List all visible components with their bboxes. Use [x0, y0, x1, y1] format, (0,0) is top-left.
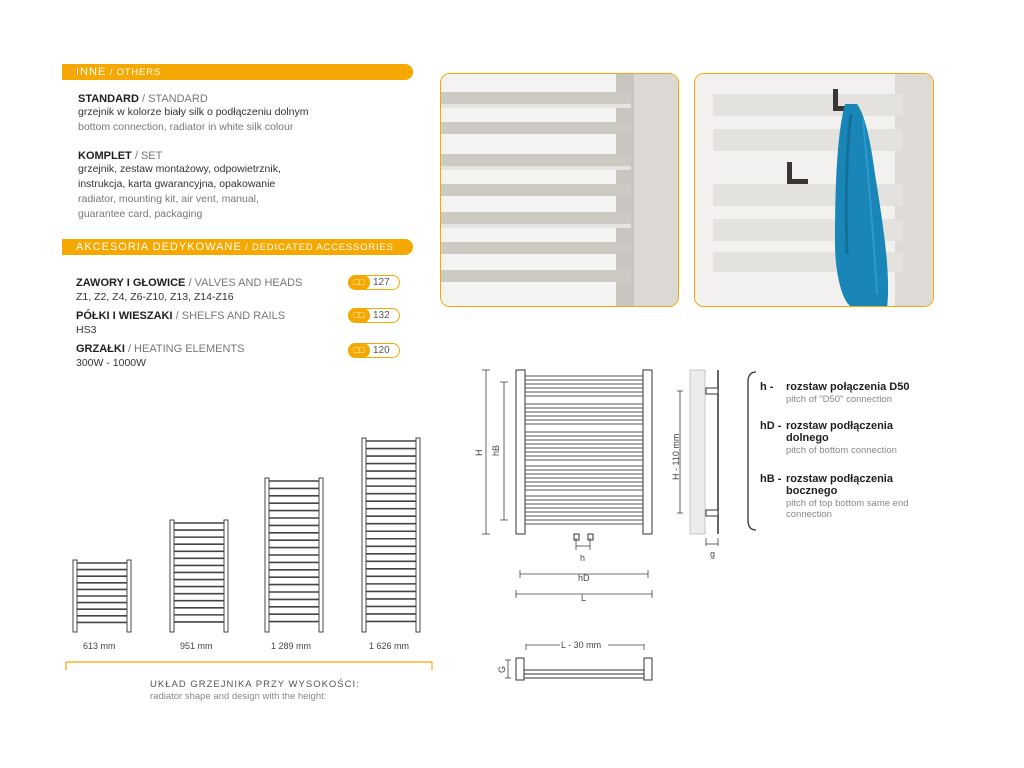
radiator-top-view — [515, 657, 653, 681]
dim-L-30 — [525, 644, 645, 650]
label-L: L — [581, 593, 586, 603]
label-hD: hD — [578, 573, 590, 583]
standard-block: STANDARD / STANDARD grzejnik w kolorze b… — [78, 93, 408, 135]
accessories-band-en: / DEDICATED ACCESSORIES — [241, 242, 394, 253]
technical-drawing: H hB h hD L L - 30 mm — [474, 369, 653, 681]
book-icon: □□ — [348, 275, 370, 290]
accessory-item: GRZAŁKI / HEATING ELEMENTS 300W - 1000W — [76, 343, 346, 371]
height-label: 1 626 mm — [369, 641, 410, 651]
dim-L — [515, 590, 653, 598]
standard-title: STANDARD / STANDARD — [78, 93, 208, 105]
accessory-item: ZAWORY I GŁOWICE / VALVES AND HEADS Z1, … — [76, 277, 346, 305]
height-label: 613 mm — [83, 641, 116, 651]
heights-caption-pl: UKŁAD GRZEJNIKA PRZY WYSOKOŚCI: — [150, 679, 360, 690]
label-H: H — [474, 450, 484, 457]
height-label: 1 289 mm — [271, 641, 312, 651]
set-desc-en-1: radiator, mounting kit, air vent, manual… — [78, 193, 259, 205]
legend-item: h - rozstaw połączenia D50 pitch of "D50… — [760, 381, 910, 405]
radiator-variants — [72, 437, 421, 633]
dim-h — [575, 538, 591, 550]
others-band: INNE / OTHERS — [62, 64, 413, 80]
set-desc-pl-1: grzejnik, zestaw montażowy, odpowietrzni… — [78, 163, 281, 175]
accessory-detail: HS3 — [76, 324, 97, 336]
radiator-closeup-image — [441, 74, 678, 306]
radiator-side-view: H - 110 mm g — [671, 369, 719, 559]
accessory-detail: Z1, Z2, Z4, Z6-Z10, Z13, Z14-Z16 — [76, 291, 234, 303]
others-band-pl: INNE — [76, 66, 107, 78]
legend-item: hD - rozstaw podłączenia dolnego pitch o… — [760, 420, 897, 456]
set-desc-pl-2: instrukcja, karta gwarancyjna, opakowani… — [78, 178, 276, 190]
standard-desc-pl: grzejnik w kolorze biały silk o podłącze… — [78, 106, 309, 118]
label-hB: hB — [491, 445, 501, 456]
page-ref-link[interactable]: □□ 127 — [348, 275, 400, 290]
dim-hD — [519, 570, 649, 578]
legend-bracket — [747, 371, 757, 531]
label-h: h — [580, 553, 585, 563]
accessories-band-pl: AKCESORIA DEDYKOWANE — [76, 241, 242, 253]
photo-towel-hooks — [694, 73, 934, 307]
radiator-front-view — [515, 369, 653, 541]
height-label: 951 mm — [180, 641, 213, 651]
heights-caption-en: radiator shape and design with the heigh… — [150, 691, 327, 702]
dim-G — [505, 659, 511, 679]
book-icon: □□ — [348, 308, 370, 323]
radiator-silhouette — [169, 519, 229, 633]
label-L30: L - 30 mm — [561, 640, 601, 650]
accessory-detail: 300W - 1000W — [76, 357, 147, 369]
standard-desc-en: bottom connection, radiator in white sil… — [78, 121, 294, 133]
set-title: KOMPLET / SET — [78, 150, 163, 162]
radiator-silhouette — [72, 559, 132, 633]
dim-hB — [500, 381, 508, 521]
height-variants-figure — [65, 437, 433, 670]
label-G: G — [497, 666, 507, 673]
others-band-en: OTHERS — [116, 67, 161, 78]
radiator-silhouette — [264, 477, 324, 633]
radiator-silhouette — [361, 437, 421, 633]
accessories-band: AKCESORIA DEDYKOWANE / DEDICATED ACCESSO… — [62, 239, 413, 255]
legend-item: hB - rozstaw podłączenia bocznego pitch … — [760, 473, 909, 520]
book-icon: □□ — [348, 343, 370, 358]
photo-radiator-closeup — [440, 73, 679, 307]
page-ref-link[interactable]: □□ 120 — [348, 343, 400, 358]
accessory-item: PÓŁKI I WIESZAKI / SHELFS AND RAILS HS3 — [76, 310, 346, 338]
label-g: g — [710, 549, 715, 559]
dim-H — [482, 369, 490, 535]
page-ref-link[interactable]: □□ 132 — [348, 308, 400, 323]
towel-hooks-image — [695, 74, 933, 306]
set-block: KOMPLET / SET grzejnik, zestaw montażowy… — [78, 150, 408, 222]
set-desc-en-2: guarantee card, packaging — [78, 208, 203, 220]
label-H-110: H - 110 mm — [671, 434, 681, 480]
